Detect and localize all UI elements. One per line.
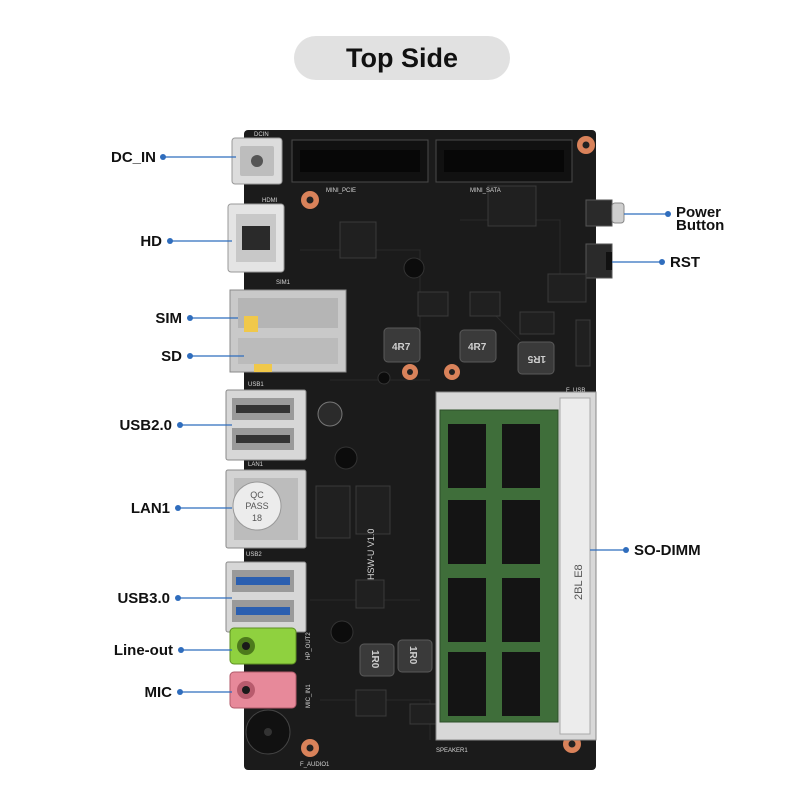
label-power-button: Power Button [676, 204, 725, 234]
power-button-part [585, 199, 625, 227]
silk-f-audio1: F_AUDIO1 [300, 762, 330, 768]
mic-jack [229, 671, 297, 709]
hdmi-connector [227, 203, 285, 273]
dimm-marking: 2BL E8 [573, 564, 585, 600]
inductors [359, 327, 555, 677]
silk-hp-out2: HP_OUT2 [306, 632, 312, 660]
label-line-out: Line-out [113, 642, 173, 659]
silk-mic-in1: MIC_IN1 [306, 684, 312, 708]
line-out-jack [229, 627, 297, 665]
usb20-connector [225, 389, 307, 461]
callout-lines [163, 156, 668, 693]
label-dc-in: DC_IN [110, 149, 156, 166]
silk-mini-pcie: MINI_PCIE [326, 188, 356, 194]
page-title: Top Side [294, 36, 510, 80]
standoffs [330, 257, 425, 644]
silk-usb1: USB1 [248, 382, 264, 388]
silk-hdmi: HDMI [262, 198, 278, 204]
silk-dcin: DCIN [254, 132, 269, 138]
capacitor [317, 401, 343, 427]
reset-button-part [585, 243, 613, 279]
inductor-marking-3: 1R5 [527, 353, 546, 364]
component-markings: 4R7 4R7 1R5 1R0 1R0 [369, 342, 546, 669]
silkscreen-text: DCIN MINI_PCIE MINI_SATA HDMI SIM1 USB1 … [246, 132, 585, 768]
qc-pass-text: QC PASS 18 [245, 490, 268, 523]
ram-chips [448, 424, 540, 716]
label-usb20: USB2.0 [119, 417, 172, 434]
label-usb30: USB3.0 [117, 590, 170, 607]
qc-text-1: QC [250, 490, 264, 500]
label-lan1: LAN1 [130, 500, 170, 517]
qc-text-2: PASS [245, 501, 268, 511]
silk-f-usb: F_USB [566, 388, 585, 394]
sim-sd-slot [229, 289, 347, 373]
silk-speaker1: SPEAKER1 [436, 748, 468, 754]
silk-lan1: LAN1 [248, 462, 264, 468]
qc-text-3: 18 [252, 513, 262, 523]
inductor-marking-5: 1R0 [407, 646, 418, 665]
so-dimm-module [439, 409, 559, 723]
label-sd: SD [161, 348, 182, 365]
silk-usb2: USB2 [246, 552, 262, 558]
label-hd: HD [140, 233, 162, 250]
label-rst: RST [670, 254, 700, 271]
label-so-dimm: SO-DIMM [634, 542, 701, 559]
qc-pass-sticker [232, 481, 282, 531]
components [315, 185, 591, 725]
label-mic: MIC [144, 684, 173, 701]
callout-dots [160, 154, 671, 695]
label-power-button-line1: Power [676, 204, 722, 221]
usb30-connector [225, 561, 307, 633]
label-sim: SIM [155, 310, 182, 327]
inductor-marking-2: 4R7 [468, 342, 487, 353]
silk-sim1: SIM1 [276, 280, 291, 286]
mini-slots [291, 139, 573, 183]
label-power-button-line2: Button [676, 217, 725, 234]
lan-connector [225, 469, 307, 549]
silk-hsw-u: HSW-U V1.0 [366, 529, 376, 580]
dc-in-connector [231, 137, 283, 185]
silk-mini-sata: MINI_SATA [470, 188, 501, 194]
inductor-marking-1: 4R7 [392, 342, 411, 353]
mounting-holes [301, 136, 595, 757]
inductor-marking-4: 1R0 [369, 650, 380, 669]
